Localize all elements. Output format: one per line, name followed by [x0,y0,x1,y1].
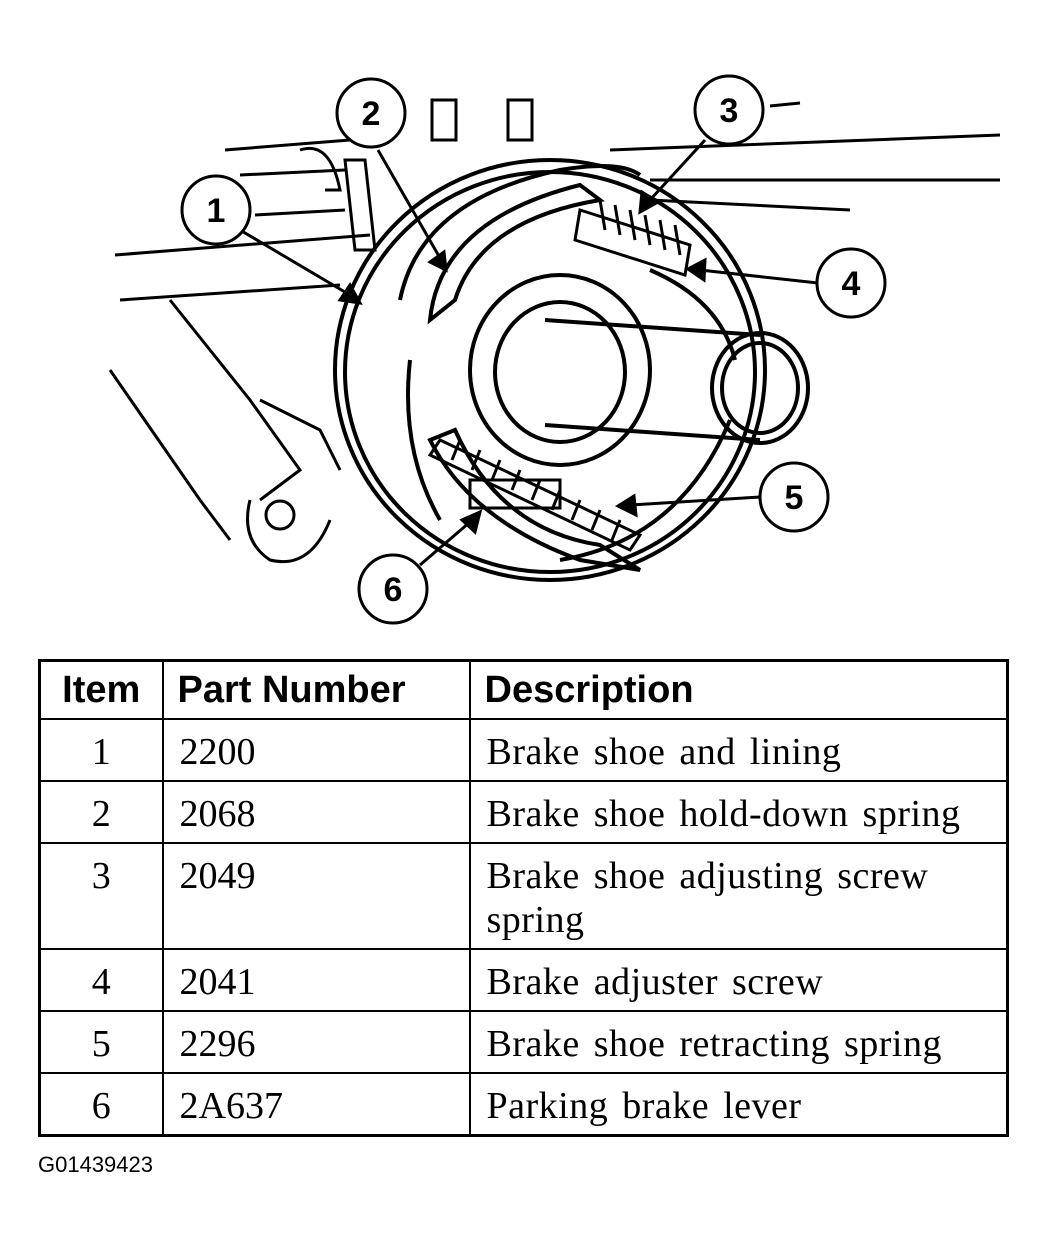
table-row: 3 2049 Brake shoe adjusting screw spring [38,842,1009,950]
description-cell: Parking brake lever [468,1072,1009,1137]
parts-table: Item Part Number Description 1 2200 Brak… [38,659,1009,1137]
description-cell: Brake shoe adjusting screw spring [468,842,1009,950]
column-header-description: Description [468,659,1009,720]
background-frame-lines [108,101,1001,564]
part-number-cell: 2A637 [161,1072,471,1137]
table-row: 4 2041 Brake adjuster screw [38,948,1009,1012]
callout-6-label: 6 [384,571,403,609]
table-row: 6 2A637 Parking brake lever [38,1072,1009,1137]
leader-lines [239,138,819,567]
part-number-cell: 2041 [161,948,471,1012]
callout-1: 1 [180,174,252,246]
callout-4-label: 4 [842,265,861,303]
column-header-item: Item [38,659,164,720]
callout-5-label: 5 [785,479,804,517]
table-row: 1 2200 Brake shoe and lining [38,718,1009,782]
callout-4: 4 [815,247,887,319]
backing-plate [333,158,767,582]
description-cell: Brake shoe retracting spring [468,1010,1009,1074]
item-cell: 4 [38,948,164,1012]
table-header-row: Item Part Number Description [38,659,1009,720]
callout-3: 3 [693,74,765,146]
axle-hub [468,273,810,467]
callout-5: 5 [758,461,830,533]
brake-assembly-illustration: 1 2 3 4 5 6 [108,74,1001,625]
description-cell: Brake adjuster screw [468,948,1009,1012]
brake-shoes [427,182,737,572]
studs [299,98,534,252]
table-row: 5 2296 Brake shoe retracting spring [38,1010,1009,1074]
item-cell: 3 [38,842,164,950]
callout-3-label: 3 [720,92,739,130]
description-cell: Brake shoe hold-down spring [468,780,1009,844]
item-cell: 5 [38,1010,164,1074]
callout-6: 6 [357,553,429,625]
callout-2-label: 2 [362,95,381,133]
column-header-part-number: Part Number [161,659,471,720]
callout-1-label: 1 [207,192,226,230]
item-cell: 1 [38,718,164,782]
description-cell: Brake shoe and lining [468,718,1009,782]
part-number-cell: 2049 [161,842,471,950]
part-number-cell: 2068 [161,780,471,844]
retracting-spring [427,438,643,552]
item-cell: 2 [38,780,164,844]
callout-2: 2 [335,77,407,149]
part-number-cell: 2296 [161,1010,471,1074]
part-number-cell: 2200 [161,718,471,782]
item-cell: 6 [38,1072,164,1137]
adjusting-screw-spring [573,199,692,277]
table-row: 2 2068 Brake shoe hold-down spring [38,780,1009,844]
figure-code: G01439423 [38,1152,153,1177]
